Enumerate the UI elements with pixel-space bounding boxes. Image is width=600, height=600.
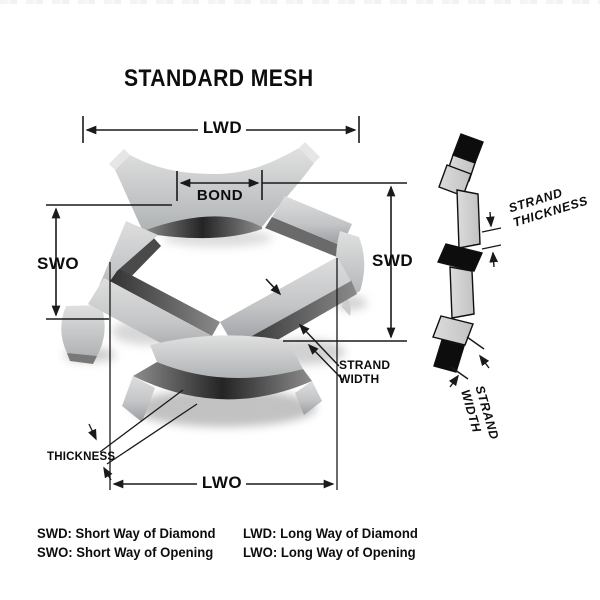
lower-left-strand-inner-face — [104, 265, 220, 336]
upper-right-strand-inner-face — [265, 217, 342, 257]
zig-strip-2 — [449, 266, 475, 319]
strand-width-label: STRAND WIDTH — [339, 358, 391, 386]
jpeg-noise-strip — [0, 0, 600, 4]
bottom-bond-face — [150, 335, 303, 378]
thickness-label: THICKNESS — [47, 451, 116, 463]
dimension-bond — [176, 170, 263, 201]
left-node-underside — [67, 353, 97, 364]
swd-label: SWD — [372, 251, 414, 270]
legend-item-swo: SWO: Short Way of Opening — [37, 545, 214, 560]
left-node — [61, 305, 105, 356]
lwo-label: LWO — [201, 473, 243, 492]
dimension-swd — [262, 182, 407, 342]
swo-label: SWO — [37, 254, 80, 273]
zig-light-3 — [432, 315, 474, 346]
bond-label: BOND — [196, 187, 244, 204]
zig-cut-black-2 — [437, 243, 483, 272]
strand-side-view — [432, 133, 484, 373]
zig-cut-black-3 — [433, 339, 465, 373]
strand-width-label-line1: STRAND — [339, 358, 391, 372]
legend-column-right: LWD: Long Way of Diamond LWO: Long Way o… — [243, 524, 418, 562]
legend-item-lwd: LWD: Long Way of Diamond — [243, 526, 418, 541]
strand-face-pointer-arrow — [265, 278, 282, 296]
bottom-left-arm — [122, 376, 155, 422]
strand-width-leaders — [298, 323, 344, 381]
top-bond-face — [115, 148, 314, 231]
lower-right-strand-face — [220, 257, 351, 346]
top-bond-underside — [143, 212, 262, 239]
mesh-3d-render — [61, 142, 367, 427]
bottom-bond-underside — [133, 362, 312, 400]
legend-column-left: SWD: Short Way of Diamond SWO: Short Way… — [37, 524, 215, 562]
top-bond-right-arm-cut — [299, 142, 320, 163]
bottom-right-arm — [295, 381, 322, 415]
strand-width-label-line2: WIDTH — [339, 371, 380, 386]
side-strand-thickness-marks — [481, 211, 502, 268]
mesh-soft-shadows — [64, 229, 367, 427]
legend-item-lwo: LWO: Long Way of Opening — [243, 545, 416, 560]
dimension-lwd — [82, 116, 360, 143]
legend-item-swd: SWD: Short Way of Diamond — [37, 526, 216, 541]
zig-strip-1 — [456, 189, 481, 249]
upper-right-strand-face — [272, 196, 352, 246]
page-title: STANDARD MESH — [124, 65, 314, 92]
top-bond-left-arm-cut — [109, 149, 130, 170]
dimension-lines — [46, 116, 502, 490]
thickness-leaders — [88, 389, 198, 481]
lwd-label: LWD — [202, 118, 243, 137]
side-strand-width-marks — [448, 336, 490, 388]
dimension-swo — [46, 204, 172, 320]
upper-left-strand-face — [88, 221, 158, 313]
